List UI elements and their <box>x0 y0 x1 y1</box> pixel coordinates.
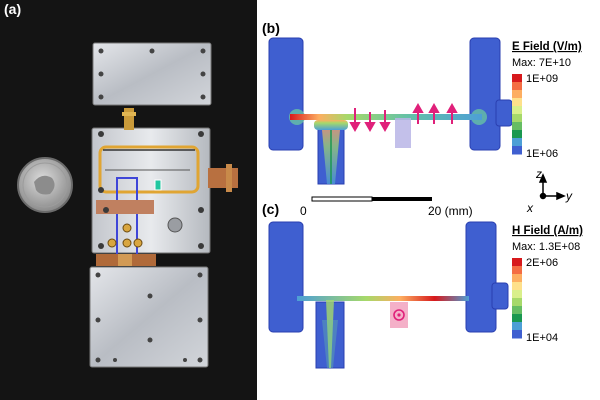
panel-b-label: (b) <box>262 20 280 36</box>
top-lid-plate <box>92 42 212 106</box>
panel-a-photo: (a) <box>0 0 257 400</box>
h-legend-bottom: 1E+04 <box>526 332 558 344</box>
e-sample <box>395 118 411 148</box>
colorbar-segment <box>512 290 522 299</box>
colorbar-segment <box>512 258 522 267</box>
axes-triad <box>538 173 566 201</box>
scale-start: 0 <box>300 204 307 218</box>
e-colorbar <box>512 74 522 155</box>
h-resonator-line <box>297 296 469 301</box>
e-right-block <box>469 37 501 151</box>
e-legend-top: 1E+09 <box>526 73 558 85</box>
colorbar-segment <box>512 306 522 315</box>
e-legend-bottom: 1E+06 <box>526 148 558 160</box>
h-right-block <box>465 221 497 333</box>
colorbar-segment <box>512 74 522 83</box>
panel-a-label: (a) <box>4 1 21 17</box>
e-legend-max: Max: 7E+10 <box>512 57 571 69</box>
panel-c-h-field: (c) H Field (A/m) Max: 1.3E+08 2E+06 1E+… <box>262 201 583 369</box>
colorbar-segment <box>512 274 522 283</box>
colorbar-segment <box>512 138 522 147</box>
colorbar-segment <box>512 314 522 323</box>
axis-z-label: z <box>535 167 542 181</box>
panel-b-e-field: (b) E Field (V/m) Max: 7E+10 1E+09 <box>262 20 582 185</box>
h-legend-top: 2E+06 <box>526 257 558 269</box>
colorbar-segment <box>512 146 522 155</box>
colorbar-segment <box>512 130 522 139</box>
bottom-connector <box>96 254 156 266</box>
panel-c-label: (c) <box>262 201 279 217</box>
h-legend-title: H Field (A/m) <box>512 225 583 237</box>
scale-bar: 0 20 (mm) <box>300 196 473 218</box>
colorbar-segment <box>512 330 522 339</box>
colorbar-segment <box>512 106 522 115</box>
h-field-out-of-plane-marker <box>393 309 405 321</box>
colorbar-segment <box>512 82 522 91</box>
colorbar-segment <box>512 322 522 331</box>
axis-x-label: x <box>526 201 534 215</box>
bottom-lid-plate <box>89 266 209 368</box>
e-field-arrows <box>349 102 458 133</box>
h-left-block <box>268 221 304 333</box>
colorbar-segment <box>512 282 522 291</box>
colorbar-segment <box>512 298 522 307</box>
e-left-block <box>268 37 304 151</box>
colorbar-segment <box>512 114 522 123</box>
colorbar-segment <box>512 122 522 131</box>
axis-y-label: y <box>565 189 573 203</box>
e-legend-title: E Field (V/m) <box>512 41 582 53</box>
colorbar-segment <box>512 98 522 107</box>
colorbar-segment <box>512 90 522 99</box>
scale-end: 20 (mm) <box>428 204 473 218</box>
coin <box>17 157 73 213</box>
h-colorbar <box>512 258 522 339</box>
cavity-housing <box>91 108 238 259</box>
h-legend-max: Max: 1.3E+08 <box>512 241 580 253</box>
colorbar-segment <box>512 266 522 275</box>
